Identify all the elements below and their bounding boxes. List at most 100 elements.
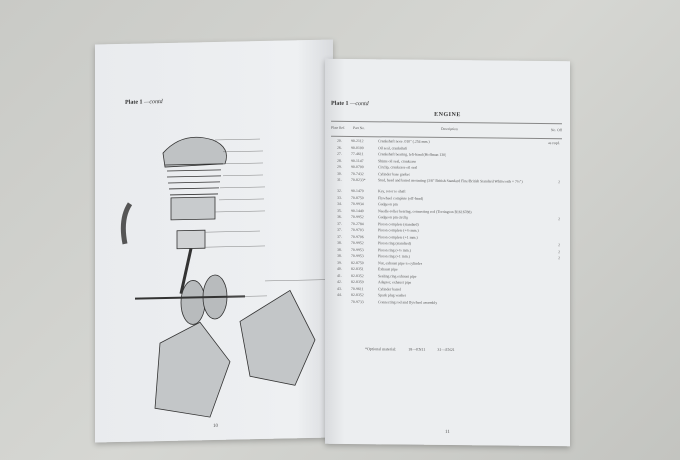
left-page: Plate 1 —contd 10 [95,39,333,443]
description: Exhaust pipe [378,267,398,272]
part-no: 70-9733 [351,299,364,304]
page-number: 11 [445,429,450,436]
plate-ref: 31. [337,177,342,182]
plate-ref: 28. [337,158,342,163]
description: Piston ring (standard) [378,241,411,246]
plate-label: Plate 1 —contd [331,100,369,108]
section-title: ENGINE [434,111,461,119]
plate-ref: 37. [337,227,342,232]
part-no: 90-0700 [351,164,364,170]
description: Connecting rod and flywheel assembly [378,299,438,305]
parts-table: 20. 90-2112 Crankshaft nose .010" (.254 mm… [331,139,562,308]
description: Oil seal, crankshaft [378,145,408,151]
part-no: 90-0100 [351,145,364,150]
description: Adaptor, exhaust pipe [378,280,412,285]
description: Cylinder base gasket [378,171,410,177]
col-description: Description [441,126,458,132]
description: Piston ring (+½ mm.) [378,247,411,253]
plate-ref: 26. [337,145,342,150]
plate-ref: 32. [337,188,342,193]
table-row: 70-9733 Connecting rod and flywheel assem… [331,299,562,308]
description: Gudgeon pin [378,202,398,207]
quantity: 2 [558,256,560,261]
description: Nut, exhaust pipe to cylinder [378,260,422,266]
right-page: Plate 1 —contd ENGINE Plate Ref. Part No… [325,58,570,447]
part-no: 70-9934 [351,201,364,207]
part-no: 90-2112 [351,138,364,144]
plate-ref: 36. [337,214,342,219]
part-no: 70-9703 [351,227,364,233]
description: Piston complete (standard) [378,221,419,227]
description: Crankshaft bearing, left-hand (Hoffman 1… [378,152,447,157]
part-no: 90-1147 [351,158,364,163]
part-no: 90-1470 [351,188,364,194]
quantity: 2 [558,249,560,254]
col-no-off: No. Off [550,128,562,133]
part-no: 70-9611 [351,286,364,291]
quantity: 2 [558,217,560,222]
part-no: 70-8233* [351,177,366,183]
plate-ref: 38. [337,253,342,258]
description: Piston complete (+½ mm.) [378,228,419,233]
description: Piston ring (+1 mm.) [378,254,410,259]
flywheels [135,274,245,325]
description: Stud, head and barrel mounting (3/8" Bri… [378,178,523,184]
quantity: as reqd. [548,141,560,146]
plate-ref: 39. [337,260,342,265]
part-no: 70-7432 [351,171,364,176]
description: Circlip, crankcase oil seal [378,165,418,170]
part-no: 77-4611 [351,151,364,157]
part-no: 82-8750 [351,260,364,265]
page-number: 10 [213,423,218,430]
plate-ref: 44. [337,292,342,297]
part-no: 90-1440 [351,208,364,213]
plate-ref: 20. [337,138,342,143]
plate-ref: 30. [337,171,342,176]
part-no: 70-9953 [351,247,364,252]
part-no: 70-2784 [351,221,364,226]
plate-ref: 37. [337,234,342,239]
part-no: 70-9706 [351,234,364,239]
plate-ref: 33. [337,195,342,200]
part-no: 82-8352 [351,292,364,298]
exhaust-pipe [120,202,133,245]
description: Key, rotor to shaft [378,189,406,194]
quantity: 2 [558,243,560,248]
part-no: 82-8351 [351,266,364,272]
description: Spark plug washer [378,293,407,298]
description: Flywheel complete (off-head) [378,195,424,201]
plate-ref: 42. [337,279,342,284]
part-no: 82-8359 [351,279,364,285]
table-header: Plate Ref. Part No. Description No. Off [331,120,562,140]
plate-ref: 38. [337,247,342,252]
quantity: 2 [558,180,560,185]
cylinder-head [162,136,227,221]
plate-ref: 41. [337,273,342,278]
description: Piston complete (+1 mm.) [378,234,418,240]
plate-ref: 29. [337,164,342,169]
part-no: 70-9953 [351,253,364,259]
plate-ref: 27. [337,151,342,156]
plate-ref: 35. [337,208,342,213]
col-plate-ref: Plate Ref. [331,125,346,130]
description: Gudgeon pin circlip [378,215,409,220]
description: Sealing ring exhaust pipe [378,273,417,279]
crankcase-halves [154,289,316,418]
part-no: 70-8750 [351,195,364,200]
description: Needle-roller bearing, connecting rod (T… [378,208,472,214]
exploded-engine-diagram [120,136,325,418]
part-no: 82-8352 [351,273,364,278]
description: Cylinder barrel [378,286,402,292]
description: Shims oil seal, crankcase [378,158,417,164]
col-part-no: Part No. [353,126,365,131]
plate-ref: 34. [337,201,342,206]
plate-ref: 37. [337,221,342,226]
part-no: 70-9952 [351,240,364,246]
part-no: 70-9952 [351,214,364,220]
plate-ref: 38. [337,240,342,245]
plate-ref: 43. [337,286,342,291]
description: Crankshaft nose .010" (.254 mm.) [378,139,430,144]
plate-ref: 40. [337,266,342,271]
piston-rod [176,229,206,294]
